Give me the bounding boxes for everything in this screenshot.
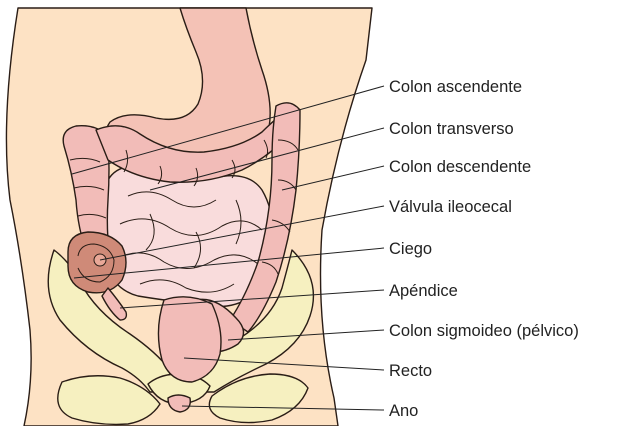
rectum — [158, 297, 221, 382]
label-recto: Recto — [389, 362, 432, 380]
labels: Colon ascendente Colon transverso Colon … — [389, 78, 579, 420]
label-apendice: Apéndice — [389, 282, 458, 300]
label-ciego: Ciego — [389, 240, 432, 258]
label-colon-ascendente: Colon ascendente — [389, 78, 522, 96]
label-colon-transverso: Colon transverso — [389, 120, 514, 138]
label-colon-sigmoideo: Colon sigmoideo (pélvico) — [389, 322, 579, 340]
label-valvula-ileocecal: Válvula ileocecal — [389, 198, 512, 216]
label-ano: Ano — [389, 402, 418, 420]
label-colon-descendente: Colon descendente — [389, 158, 531, 176]
small-intestine — [99, 167, 272, 307]
